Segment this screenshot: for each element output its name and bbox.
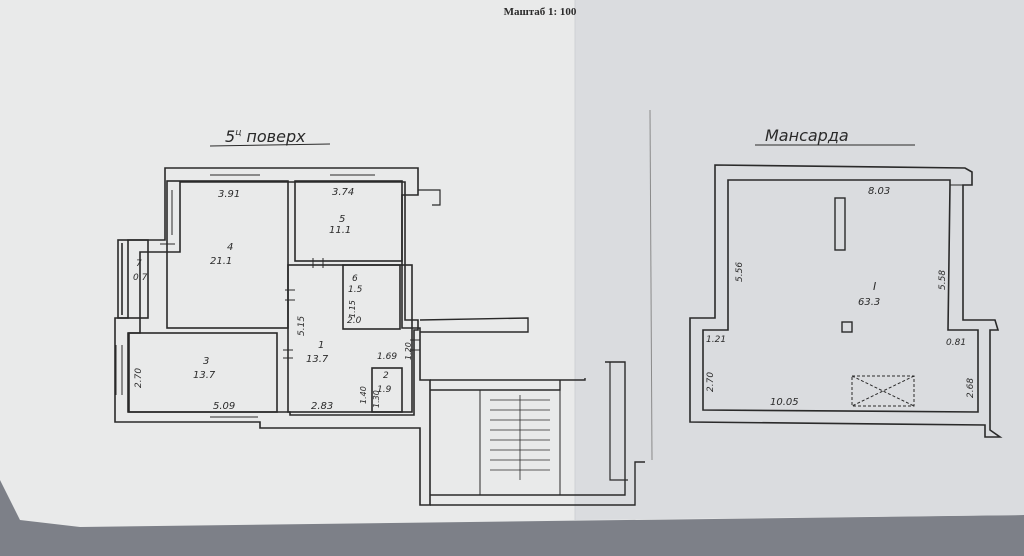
dim-169: 1.69 — [377, 352, 397, 362]
room-2-num: 2 — [383, 371, 389, 381]
page-divider — [649, 109, 653, 461]
room-5-num: 5 — [339, 214, 345, 225]
room-3-num: 3 — [203, 356, 209, 367]
dim-374: 3.74 — [332, 187, 354, 198]
dim-515: 5.15 — [297, 316, 307, 336]
attic-dim-270: 2.70 — [706, 372, 716, 392]
floor5-title: 5ц поверх — [225, 127, 306, 146]
room-6-area: 1.5 — [348, 285, 363, 295]
attic-title: Мансарда — [765, 126, 849, 145]
dim-140: 1.40 — [359, 386, 368, 404]
dim-283: 2.83 — [311, 401, 333, 412]
attic-dim-081: 0.81 — [946, 338, 966, 348]
dim-270: 2.70 — [134, 368, 144, 388]
attic-dim-121: 1.21 — [706, 335, 726, 345]
scale-label: Маштаб 1: 100 — [503, 6, 577, 18]
room-5-area: 11.1 — [329, 225, 351, 236]
room-2-area: 1.9 — [377, 385, 392, 395]
dim-120: 1.20 — [404, 342, 413, 360]
room-1-num: 1 — [318, 340, 324, 351]
attic-plan — [689, 144, 1003, 438]
paper-right-page — [575, 0, 1024, 520]
room-1-area: 13.7 — [306, 354, 329, 365]
room-4-num: 4 — [227, 242, 233, 253]
room-7-num: 7 — [136, 259, 142, 269]
attic-room-area: 63.3 — [858, 297, 880, 308]
attic-dim-268: 2.68 — [966, 378, 976, 398]
attic-dim-803: 8.03 — [868, 186, 890, 197]
room-6-num: 6 — [352, 274, 358, 284]
dim-391: 3.91 — [218, 189, 240, 200]
dim-509: 5.09 — [213, 401, 235, 412]
dim-20: 2.0 — [347, 316, 362, 326]
dim-115: 1.15 — [348, 300, 357, 318]
attic-dim-558: 5.58 — [938, 270, 948, 290]
attic-dim-556: 5.56 — [735, 262, 745, 282]
attic-room-num: I — [873, 280, 876, 293]
dim-130: 1.30 — [372, 390, 381, 408]
floor5-plan — [114, 143, 645, 506]
room-7-area: 0.7 — [133, 273, 148, 283]
room-3-area: 13.7 — [193, 370, 216, 381]
attic-dim-1005: 10.05 — [770, 397, 799, 408]
room-4-area: 21.1 — [210, 256, 232, 267]
